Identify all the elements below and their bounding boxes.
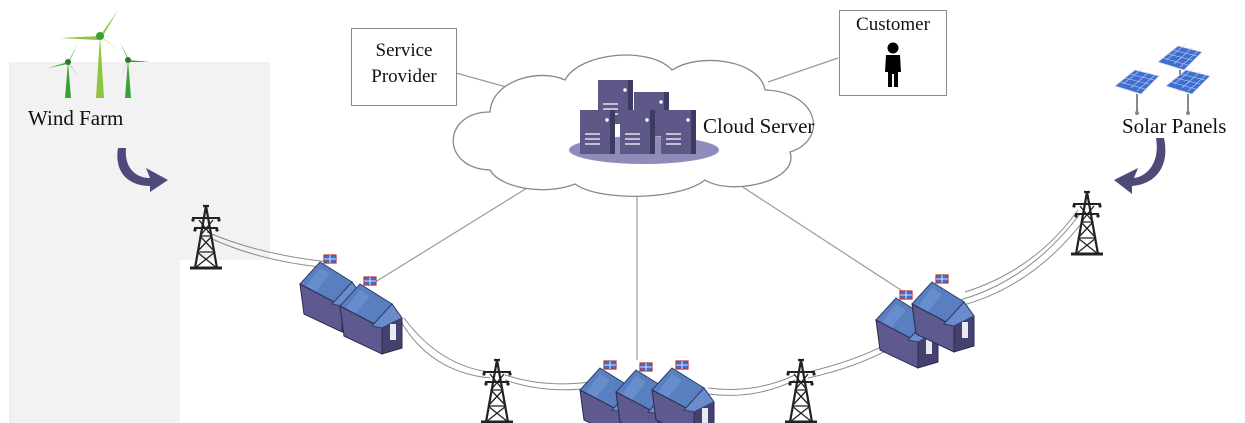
background-panel [10,62,270,423]
service-provider-label-line2: Provider [371,66,437,87]
service-provider-box [351,28,457,106]
power-lines [206,209,1085,396]
service-provider-label-line1: Service [375,40,433,61]
house-icon [651,360,715,423]
wind-farm-label: Wind Farm [28,106,124,130]
house-cluster-center [579,360,715,423]
cloud-server-label: Cloud Server [703,114,815,138]
transmission-tower-icon [783,358,819,423]
solar-panel-icon [1114,43,1211,116]
customer-label: Customer [856,14,930,35]
server-rack-icon [569,79,719,164]
transmission-tower-icon [1069,190,1105,256]
curved-arrow-icon [117,148,168,192]
person-icon [885,42,901,87]
wind-turbine-icon [48,10,150,98]
house-cluster-left [299,254,403,355]
link-left-houses [371,179,541,285]
curved-arrow-icon [1114,138,1166,194]
link-right-houses [734,181,911,297]
solar-panels-label: Solar Panels [1122,114,1227,138]
link-customer [767,57,839,83]
transmission-tower-icon [479,358,515,423]
house-cluster-right [875,274,975,369]
